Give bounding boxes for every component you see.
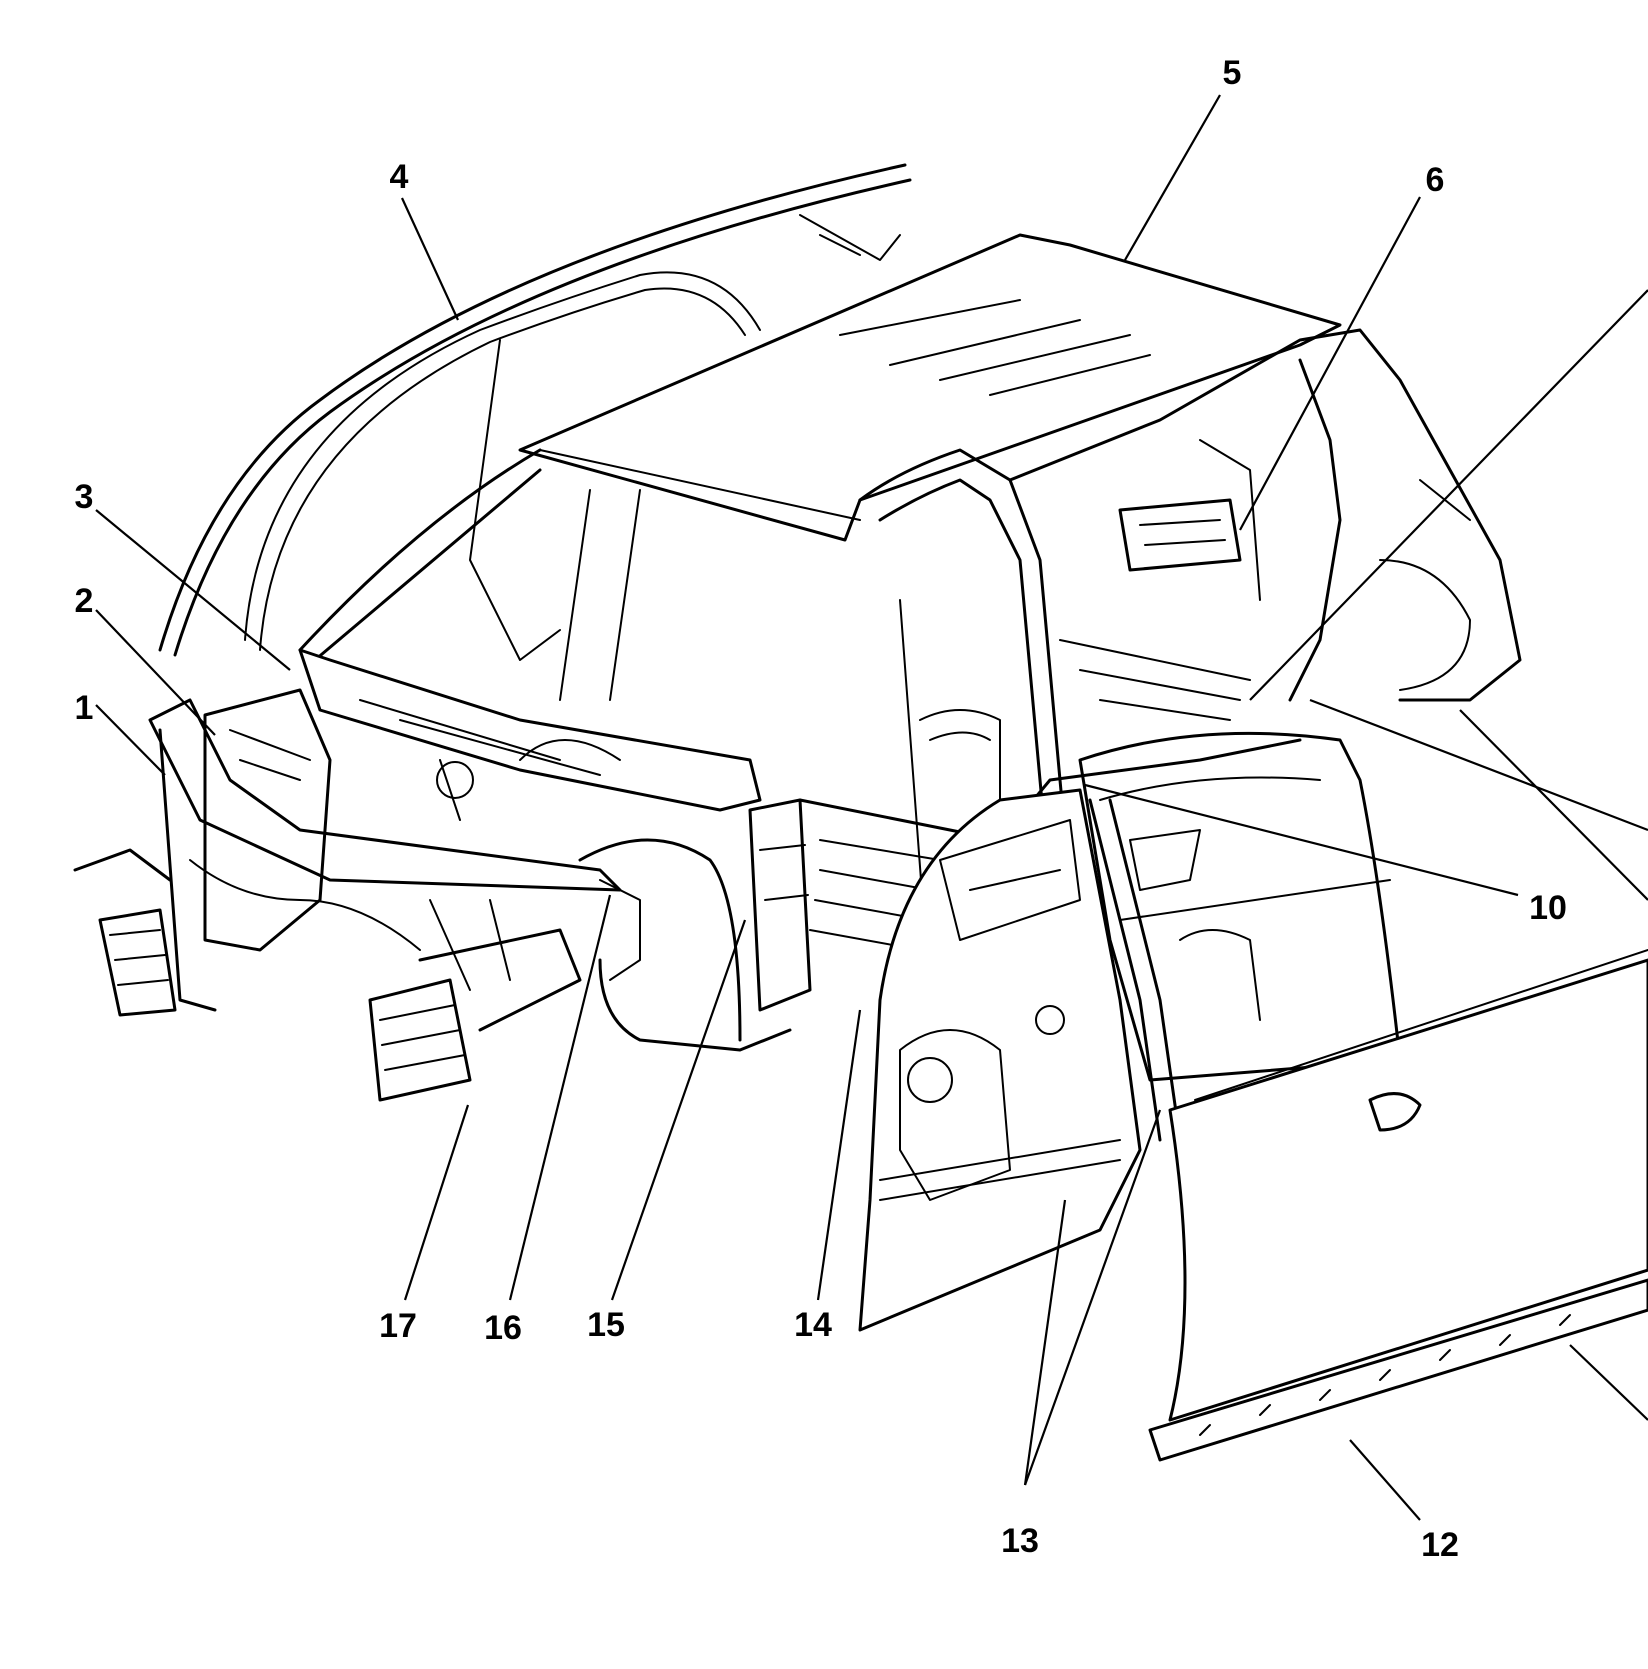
- leader-1: [95, 704, 166, 776]
- callout-15: 15: [587, 1306, 625, 1344]
- leader-13b: [1023, 1109, 1162, 1486]
- leader-2: [95, 609, 216, 736]
- callout-4: 4: [389, 158, 409, 196]
- front-structure: [73, 688, 622, 1017]
- leader-offscreen-lower: [1459, 709, 1648, 901]
- leader-17: [403, 1104, 470, 1301]
- leader-4: [401, 197, 459, 321]
- callout-2: 2: [74, 582, 94, 620]
- leader-5: [1124, 94, 1221, 261]
- leader-16: [508, 894, 612, 1301]
- callout-12: 12: [1421, 1526, 1459, 1564]
- front-door-outer: [1168, 949, 1648, 1422]
- windshield-frame-and-dash: [298, 448, 762, 821]
- front-wheelhouse: [578, 798, 812, 1052]
- callout-17: 17: [379, 1307, 417, 1345]
- leader-lines: [95, 94, 1648, 1521]
- leader-6: [1239, 196, 1421, 531]
- front-door-inner: [858, 788, 1182, 1332]
- leader-3: [95, 509, 291, 671]
- leader-10: [1084, 783, 1519, 897]
- callout-6: 6: [1425, 161, 1445, 199]
- callout-1: 1: [74, 689, 94, 727]
- leader-13a: [1023, 1199, 1067, 1486]
- floor-pan: [798, 639, 1302, 951]
- rocker-sill: [1148, 1278, 1648, 1462]
- leader-offscreen-upper: [1249, 289, 1648, 701]
- callout-3: 3: [74, 478, 94, 516]
- leader-offscreen-middle: [1309, 698, 1648, 832]
- rear-door-inner: [1078, 731, 1402, 1082]
- leader-14: [816, 1009, 862, 1301]
- leader-offscreen-rocker: [1569, 1344, 1648, 1421]
- callout-14: 14: [794, 1306, 832, 1344]
- body-side-outer-left: [158, 163, 912, 701]
- rear-quarter: [1008, 328, 1522, 702]
- callout-10: 10: [1529, 889, 1567, 927]
- leader-12: [1349, 1439, 1421, 1521]
- roof-panel: [518, 233, 1342, 542]
- callout-5: 5: [1222, 54, 1242, 92]
- front-rail-lower: [368, 899, 582, 1102]
- leader-15: [610, 919, 747, 1301]
- callout-16: 16: [484, 1309, 522, 1347]
- callout-13: 13: [1001, 1522, 1039, 1560]
